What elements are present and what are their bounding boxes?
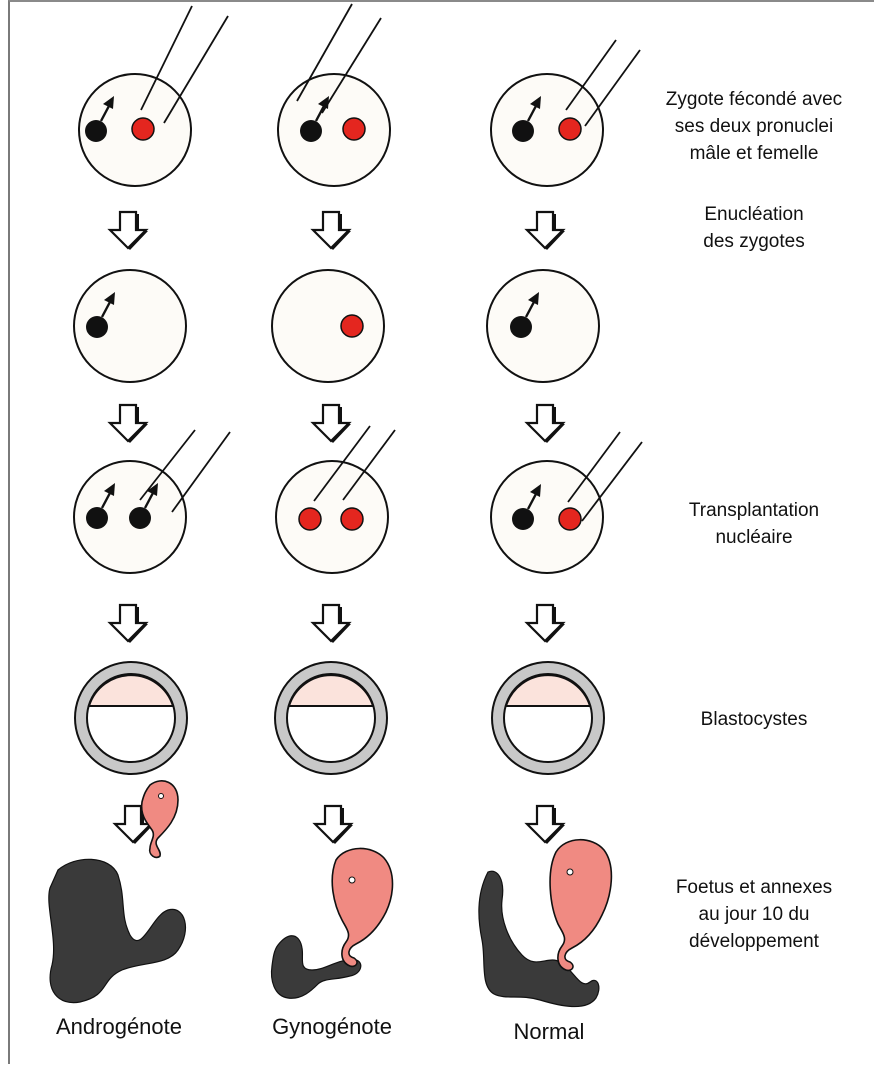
gynogenote-blastocyst (275, 662, 387, 774)
down-arrow-icon (313, 605, 351, 643)
down-arrow-icon (527, 405, 565, 443)
androgenote-fetus (49, 781, 186, 1003)
row-zygote (79, 4, 640, 186)
male-pronucleus (129, 507, 151, 529)
female-pronucleus (559, 118, 581, 140)
down-arrow-icon (110, 212, 148, 250)
normal-transplanted (491, 432, 642, 573)
male-pronucleus (512, 508, 534, 530)
male-pronucleus (510, 316, 532, 338)
down-arrow-icon (315, 806, 353, 844)
arrows-4 (115, 806, 565, 844)
male-pronucleus (86, 316, 108, 338)
gynogenote-enucleated (272, 270, 384, 382)
down-arrow-icon (313, 405, 351, 443)
normal-blastocyst (492, 662, 604, 774)
embryo (332, 848, 392, 966)
androgenote-enucleated (74, 270, 186, 382)
male-pronucleus (300, 120, 322, 142)
female-pronucleus (343, 118, 365, 140)
arrows-1 (110, 212, 565, 250)
column-label-androgenote: Androgénote (19, 1014, 219, 1040)
down-arrow-icon (110, 605, 148, 643)
column-label-normal: Normal (449, 1019, 649, 1045)
female-pronucleus (341, 315, 363, 337)
female-pronucleus (559, 508, 581, 530)
gynogenote-transplanted (276, 426, 395, 573)
down-arrow-icon (527, 212, 565, 250)
female-pronucleus (299, 508, 321, 530)
down-arrow-icon (527, 806, 565, 844)
embryo (142, 781, 178, 858)
female-pronucleus (341, 508, 363, 530)
row-transplantation (74, 426, 642, 573)
arrows-2 (110, 405, 565, 443)
female-pronucleus (132, 118, 154, 140)
arrows-3 (110, 605, 565, 643)
row-blastocysts (75, 662, 604, 774)
step-label-zygote: Zygote fécondé avec ses deux pronuclei m… (640, 86, 868, 167)
normal-zygote (491, 40, 640, 186)
male-pronucleus (512, 120, 534, 142)
row-enucleation (74, 270, 599, 382)
male-pronucleus (86, 507, 108, 529)
male-pronucleus (85, 120, 107, 142)
step-label-transplantation: Transplantation nucléaire (640, 497, 868, 551)
androgenote-zygote (79, 6, 228, 186)
normal-fetus (479, 840, 611, 1007)
column-label-gynogenote: Gynogénote (232, 1014, 432, 1040)
gynogenote-fetus (272, 848, 393, 998)
step-label-fetus: Foetus et annexes au jour 10 du développ… (640, 874, 868, 955)
down-arrow-icon (110, 405, 148, 443)
embryo (550, 840, 611, 971)
step-label-enucleation: Enucléation des zygotes (640, 201, 868, 255)
down-arrow-icon (527, 605, 565, 643)
normal-enucleated (487, 270, 599, 382)
androgenote-transplanted (74, 430, 230, 573)
placenta-annex (49, 859, 186, 1002)
down-arrow-icon (313, 212, 351, 250)
gynogenote-zygote (278, 4, 390, 186)
androgenote-blastocyst (75, 662, 187, 774)
step-label-blastocysts: Blastocystes (640, 706, 868, 733)
